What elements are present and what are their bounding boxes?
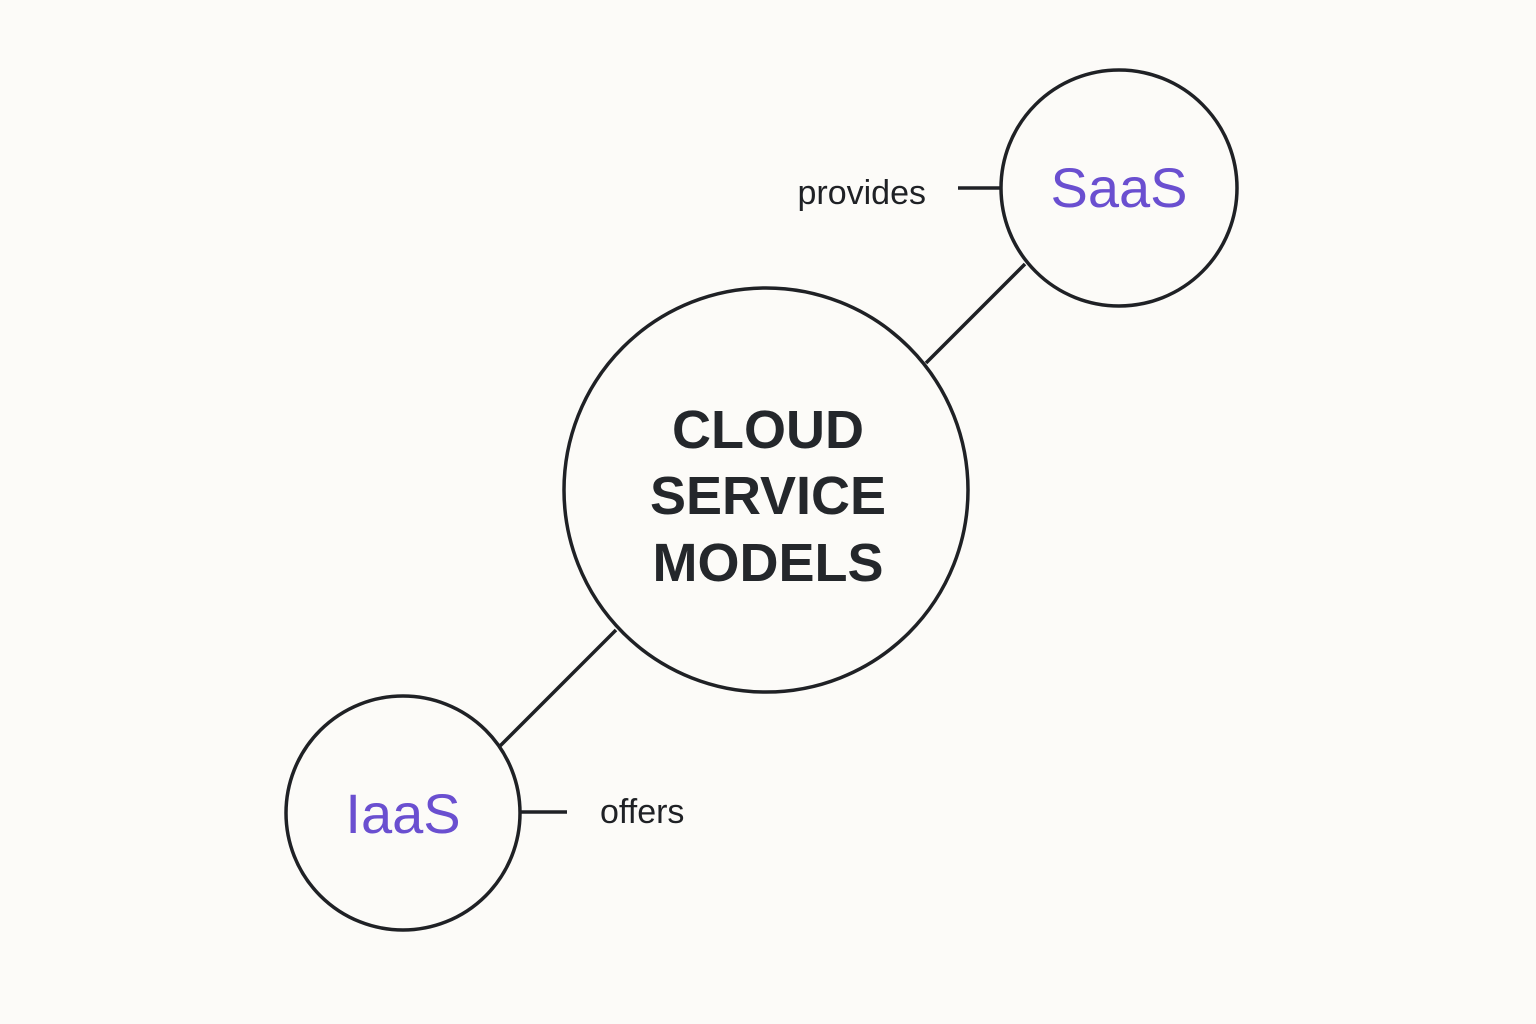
center-title-line-2: SERVICE (650, 466, 886, 526)
iaas-relation-label: offers (600, 793, 684, 831)
iaas-node: IaaS (284, 694, 522, 932)
center-title-line-3: MODELS (652, 533, 883, 593)
center-node: CLOUD SERVICE MODELS (562, 286, 970, 694)
connector-center-to-iaas (498, 628, 618, 748)
connector-center-to-saas (924, 262, 1027, 365)
center-node-circle (562, 286, 970, 694)
iaas-node-circle (284, 694, 522, 932)
saas-relation-label: provides (797, 174, 926, 212)
saas-label: SaaS (1051, 156, 1188, 219)
saas-node-circle (999, 68, 1239, 308)
saas-node: SaaS (999, 68, 1239, 308)
iaas-label: IaaS (345, 782, 460, 845)
center-title-line-1: CLOUD (672, 400, 864, 460)
